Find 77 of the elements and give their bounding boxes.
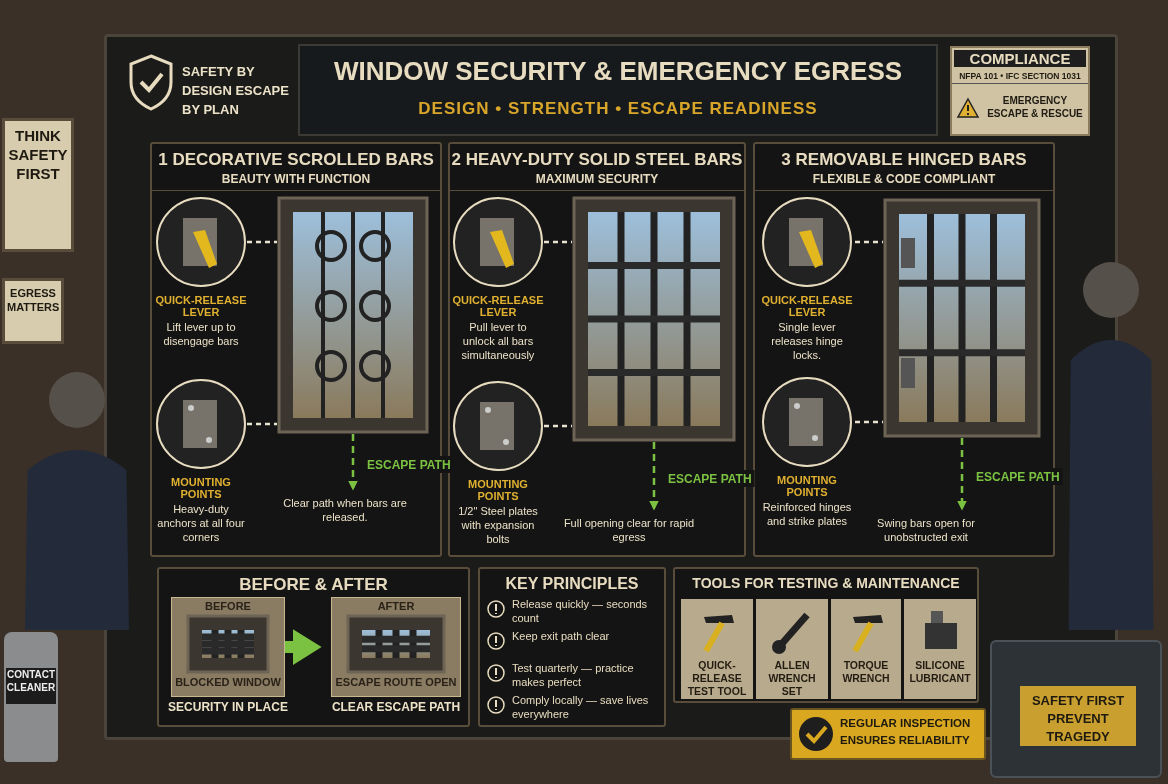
wall-sign: EGRESS MATTERS: [2, 278, 64, 344]
leader-line: [247, 422, 277, 426]
callout-text: Reinforced hinges and strike plates: [761, 500, 853, 528]
panel-heading: 3 REMOVABLE HINGED BARS: [780, 150, 1028, 170]
panel-heading: KEY PRINCIPLES: [504, 575, 640, 593]
principle-text: Keep exit path clear: [512, 629, 611, 643]
leader-line: [544, 424, 572, 428]
callout-heading: MOUNTING POINTS: [170, 476, 232, 500]
tool-name: TORQUE WRENCH: [841, 659, 891, 685]
panel-subheading: FLEXIBLE & CODE COMPLIANT: [755, 172, 1053, 191]
callout-heading: QUICK-RELEASE LEVER: [155, 294, 247, 318]
sign-text: NFPA 101 • IFC SECTION 1031: [952, 69, 1088, 84]
panel-heading: 1 DECORATIVE SCROLLED BARS: [157, 150, 435, 170]
panel-heading: 2 HEAVY-DUTY SOLID STEEL BARS: [450, 150, 744, 170]
leader-line: [544, 240, 572, 244]
callout-heading: MOUNTING POINTS: [776, 474, 838, 498]
toolbox-drawing: [990, 640, 1162, 778]
sign-heading: COMPLIANCE: [954, 50, 1086, 67]
leader-line: [855, 420, 883, 424]
sign-text: EMERGENCY ESCAPE & RESCUE: [986, 94, 1084, 120]
section-panel: [157, 567, 470, 727]
title: WINDOW SECURITY & EMERGENCY EGRESS: [332, 56, 904, 87]
leader-line: [855, 240, 883, 244]
principle-text: Release quickly — seconds count: [512, 597, 649, 625]
principle-text: Comply locally — save lives everywhere: [512, 693, 650, 721]
subtitle: DESIGN • STRENGTH • ESCAPE READINESS: [417, 99, 819, 119]
panel-heading: BEFORE & AFTER: [238, 575, 389, 595]
photo-label: ESCAPE ROUTE OPEN: [334, 676, 458, 688]
block-arrow: [285, 629, 322, 665]
callout-text: Pull lever to unlock all bars simultaneously: [460, 320, 536, 362]
spray-can-drawing: [4, 632, 58, 762]
panel-heading: TOOLS FOR TESTING & MAINTENANCE: [691, 575, 961, 591]
toolbox-label: SAFETY FIRST PREVENT TRAGEDY: [1030, 692, 1126, 746]
leader-line: [247, 240, 277, 244]
photo-label: BLOCKED WINDOW: [174, 676, 282, 688]
caption-text: Clear path when bars are released.: [270, 496, 420, 536]
callout-heading: QUICK-RELEASE LEVER: [760, 294, 854, 318]
tool-name: SILICONE LUBRICANT: [908, 659, 972, 685]
principle-text: Test quarterly — practice makes perfect: [512, 661, 635, 689]
photo-caption: SECURITY IN PLACE: [167, 700, 289, 714]
section-panel: [673, 567, 979, 703]
callout-text: Heavy-duty anchors at all four corners: [156, 502, 246, 544]
arrow: [957, 438, 967, 511]
tool-card: [831, 599, 901, 699]
barred-window-drawing: [572, 196, 736, 442]
tool-card: [756, 599, 828, 699]
arrow: [649, 442, 659, 511]
photo-caption: CLEAR ESCAPE PATH: [330, 700, 462, 714]
tool-name: ALLEN WRENCH SET: [767, 659, 817, 698]
inspection-badge: [790, 708, 986, 760]
photo-label: AFTER: [376, 600, 416, 612]
photo-frame: [331, 597, 461, 697]
caption-text: Swing bars open for unobstructed exit: [851, 516, 1001, 554]
compliance-sign: [950, 46, 1090, 136]
tool-card: [681, 599, 753, 699]
photo-label: BEFORE: [204, 600, 252, 612]
can-label: CONTACT CLEANER: [6, 668, 56, 694]
panel-subheading: BEAUTY WITH FUNCTION: [152, 172, 440, 191]
photo-frame: [171, 597, 285, 697]
section-panel: [478, 567, 666, 727]
callout-text: Single lever releases hinge locks.: [770, 320, 844, 362]
barred-window-drawing: [277, 196, 429, 434]
arrow: [348, 434, 358, 491]
caption-text: Full opening clear for rapid egress: [554, 516, 704, 554]
tool-card: [904, 599, 976, 699]
callout-heading: MOUNTING POINTS: [467, 478, 529, 502]
barred-window-drawing: [883, 198, 1041, 438]
wall-sign: THINK SAFETY FIRST: [2, 118, 74, 252]
callout-text: 1/2" Steel plates with expansion bolts: [457, 504, 539, 546]
tool-name: QUICK-RELEASE TEST TOOL: [686, 659, 748, 698]
edge-label: ESCAPE PATH: [665, 470, 755, 487]
panel-subheading: MAXIMUM SECURITY: [450, 172, 744, 191]
badge-text: SAFETY BY DESIGN ESCAPE BY PLAN: [182, 63, 290, 119]
edge-label: ESCAPE PATH: [973, 468, 1063, 485]
callout-heading: QUICK-RELEASE LEVER: [452, 294, 544, 318]
callout-text: Lift lever up to disengage bars: [162, 320, 240, 348]
badge-text: REGULAR INSPECTION ENSURES RELIABILITY: [840, 716, 972, 748]
